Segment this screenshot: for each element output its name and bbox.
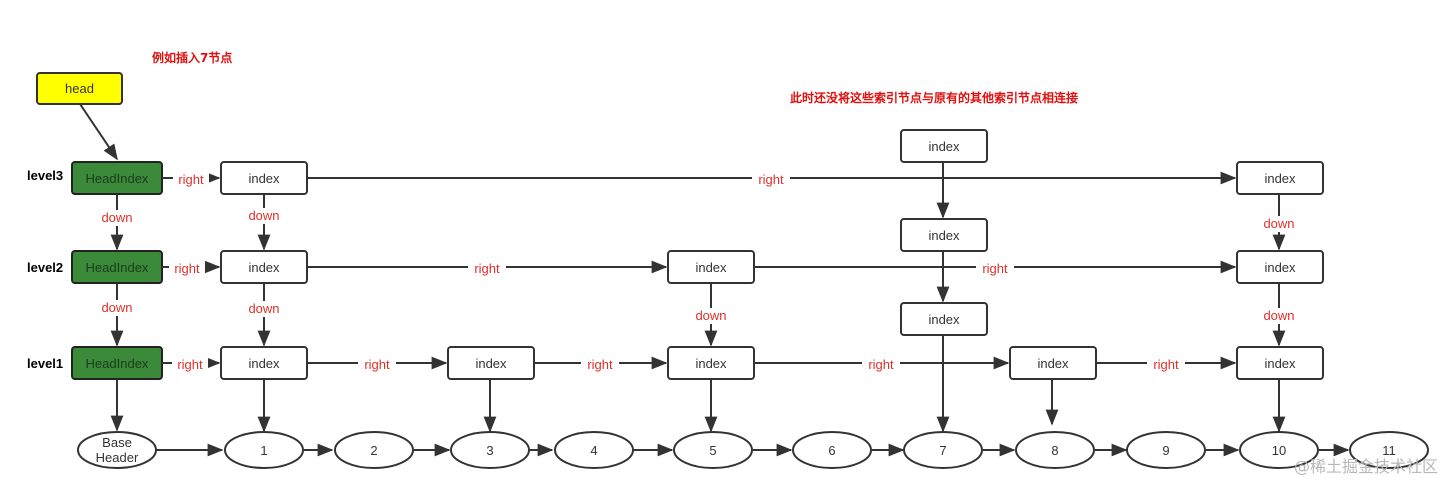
down-label: down xyxy=(695,308,726,323)
node-4: 4 xyxy=(554,431,634,469)
index-box-level3-node1: index xyxy=(220,161,308,195)
head-box xyxy=(36,72,123,105)
right-label: right xyxy=(364,357,390,372)
index-box-level2-node10: index xyxy=(1236,250,1324,284)
head-arrow xyxy=(79,103,118,161)
down-label: down xyxy=(1263,216,1294,231)
insert-example-note: 例如插入7节点 xyxy=(152,50,232,65)
node-value: 11 xyxy=(1382,443,1396,458)
index-label: index xyxy=(695,356,727,371)
index-label: index xyxy=(928,228,960,243)
node-9: 9 xyxy=(1126,431,1206,469)
index-label: index xyxy=(1264,260,1296,275)
node-value: 7 xyxy=(939,443,946,458)
node-value: 10 xyxy=(1272,443,1286,458)
index-label: index xyxy=(248,356,280,371)
node-1: 1 xyxy=(224,431,304,469)
index-box-level1-node3: index xyxy=(447,346,535,380)
right-label: right xyxy=(474,261,500,276)
index-box-level1-node1: index xyxy=(220,346,308,380)
node-value: 3 xyxy=(486,443,493,458)
index-label: index xyxy=(928,312,960,327)
down-label: down xyxy=(248,208,279,223)
index-box-new7-mid: index xyxy=(900,218,988,252)
index-label: index xyxy=(248,171,280,186)
node-value: 4 xyxy=(590,443,597,458)
level2-label: level2 xyxy=(27,260,63,275)
node-5: 5 xyxy=(673,431,753,469)
node-8: 8 xyxy=(1015,431,1095,469)
down-label: down xyxy=(248,301,279,316)
down-label: down xyxy=(101,300,132,315)
node-value: 2 xyxy=(370,443,377,458)
index-label: index xyxy=(1264,171,1296,186)
right-label: right xyxy=(868,357,894,372)
node-6: 6 xyxy=(792,431,872,469)
head-index-level1-label: HeadIndex xyxy=(86,356,149,371)
index-label: index xyxy=(248,260,280,275)
right-label: right xyxy=(178,172,204,187)
node-3: 3 xyxy=(450,431,530,469)
node-2: 2 xyxy=(334,431,414,469)
head-index-level3-label: HeadIndex xyxy=(86,171,149,186)
node-value: 9 xyxy=(1162,443,1169,458)
right-label: right xyxy=(758,172,784,187)
index-box-level3-node10: index xyxy=(1236,161,1324,195)
watermark-text: @稀土掘金技术社区 xyxy=(1294,457,1438,476)
node-value: 5 xyxy=(709,443,716,458)
node-10: 10 xyxy=(1239,431,1319,469)
right-label: right xyxy=(174,261,200,276)
down-label: down xyxy=(1263,308,1294,323)
index-label: index xyxy=(695,260,727,275)
index-box-level1-node5: index xyxy=(667,346,755,380)
index-box-level1-node10: index xyxy=(1236,346,1324,380)
index-box-level2-node5: index xyxy=(667,250,755,284)
index-label: index xyxy=(475,356,507,371)
right-label: right xyxy=(982,261,1008,276)
index-box-level1-node8: index xyxy=(1009,346,1097,380)
not-connected-note: 此时还没将这些索引节点与原有的其他索引节点相连接 xyxy=(790,90,1078,105)
level1-label: level1 xyxy=(27,356,63,371)
right-label: right xyxy=(587,357,613,372)
right-label: right xyxy=(177,357,203,372)
head-label: head xyxy=(65,81,94,96)
index-label: index xyxy=(928,139,960,154)
node-value: 6 xyxy=(828,443,835,458)
base-header-line1: Base xyxy=(102,435,132,450)
node-7: 7 xyxy=(903,431,983,469)
base-header-node: Base Header xyxy=(77,431,157,469)
down-label: down xyxy=(101,210,132,225)
head-index-level2-label: HeadIndex xyxy=(86,260,149,275)
node-value: 8 xyxy=(1051,443,1058,458)
node-value: 1 xyxy=(260,443,267,458)
node-11: 11 xyxy=(1349,431,1429,469)
index-box-new7-low: index xyxy=(900,302,988,336)
base-header-line2: Header xyxy=(96,450,139,465)
index-box-level2-node1: index xyxy=(220,250,308,284)
level3-label: level3 xyxy=(27,168,63,183)
index-box-new7-top: index xyxy=(900,129,988,163)
index-label: index xyxy=(1037,356,1069,371)
right-label: right xyxy=(1153,357,1179,372)
index-label: index xyxy=(1264,356,1296,371)
